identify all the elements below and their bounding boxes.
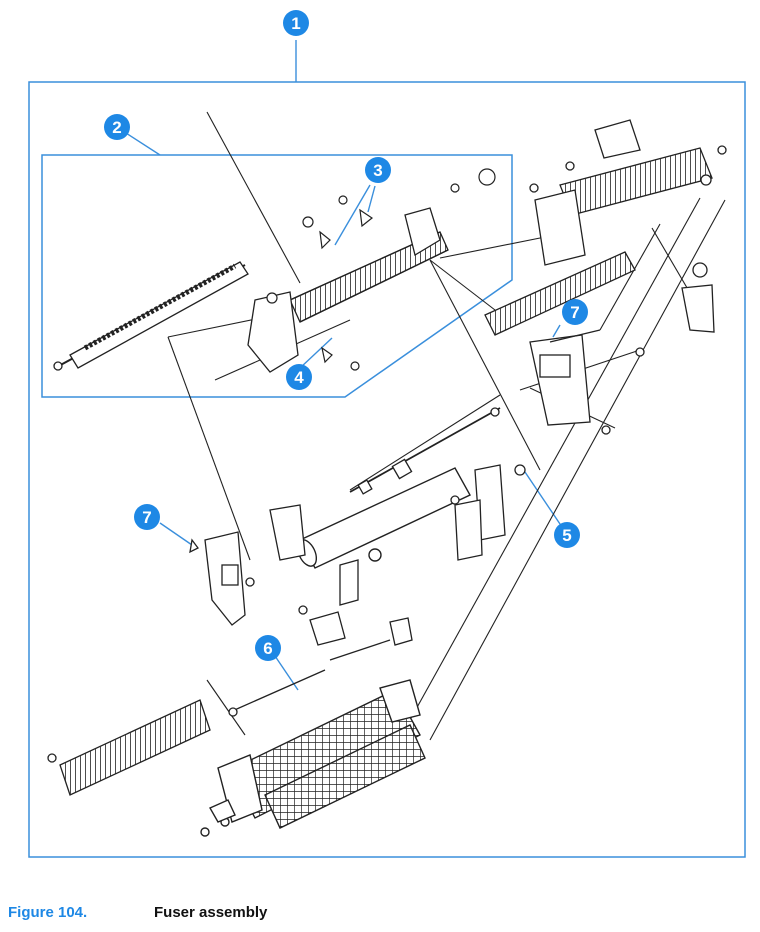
callout-5: 5	[554, 522, 580, 548]
svg-text:4: 4	[294, 368, 304, 387]
callout-7-left: 7	[134, 504, 160, 530]
figure-title: Fuser assembly	[154, 904, 268, 921]
svg-text:5: 5	[562, 526, 571, 545]
callout-4: 4	[286, 364, 312, 390]
svg-text:3: 3	[373, 161, 382, 180]
figure-number: Figure 104.	[8, 904, 88, 921]
fuser-roller-shaft	[53, 261, 249, 371]
assembly-leader-lines	[167, 111, 726, 741]
assembly-outer-frame	[28, 81, 746, 858]
fuser-assembly-diagram: 1 2 3 4 5 6 7 7	[28, 10, 746, 858]
main-fuser-frame	[200, 679, 426, 837]
exit-roller-shaft	[349, 407, 501, 495]
callout-6: 6	[255, 635, 281, 661]
small-parts-sub2	[266, 168, 496, 371]
callout-1: 1	[283, 10, 309, 36]
left-side-bracket	[189, 531, 255, 626]
lower-mid-parts	[228, 605, 413, 717]
svg-text:6: 6	[263, 639, 272, 658]
svg-text:7: 7	[570, 303, 579, 322]
lower-left-guide	[47, 699, 211, 796]
upper-fuser-guide	[247, 207, 449, 373]
callout-2: 2	[104, 114, 130, 140]
subassembly-frame	[41, 154, 513, 398]
svg-text:7: 7	[142, 508, 151, 527]
roller-brackets	[269, 464, 526, 606]
upper-right-guide	[529, 119, 727, 266]
right-bracket	[529, 329, 645, 435]
pressure-roller	[296, 467, 471, 577]
svg-text:1: 1	[291, 14, 300, 33]
svg-text:2: 2	[112, 118, 121, 137]
callout-3: 3	[365, 157, 391, 183]
right-guide-rail	[484, 251, 715, 336]
callout-7-right: 7	[562, 299, 588, 325]
